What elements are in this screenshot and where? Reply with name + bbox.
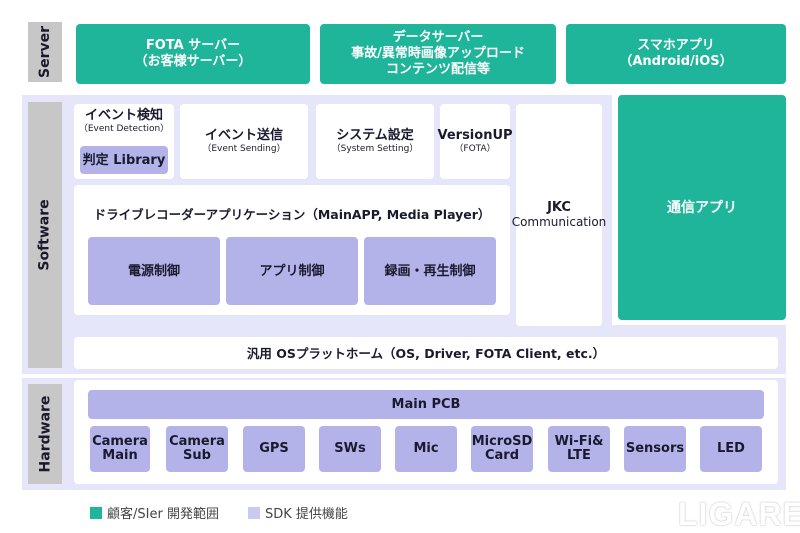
version-up-box: VersionUP （FOTA） [437,104,513,179]
power-control-box: 電源制御 [88,237,220,305]
jkc-title: JKC [547,200,571,215]
hw-camera-sub-line1: Camera [169,434,225,449]
hw-wifi-lte-line1: Wi-Fi& [554,434,604,449]
judgment-library-box: 判定 Library [80,146,168,174]
hw-camera-main-line1: Camera [92,434,148,449]
fota-server-box: FOTA サーバー （お客様サーバー） [76,24,310,84]
hw-camera-main: Camera Main [90,426,150,472]
hw-mic-label: Mic [413,441,439,456]
event-sending-sub: （Event Sending） [202,144,286,154]
system-setting-box: システム設定 （System Setting） [316,104,434,179]
hw-gps: GPS [243,426,305,472]
legend-customer: 顧客/SIer 開発範囲 [90,503,219,522]
legend-sdk: SDK 提供機能 [248,503,348,522]
fota-server-title: FOTA サーバー [145,38,241,53]
record-playback-control-label: 録画・再生制御 [384,263,476,279]
judgment-library-label: 判定 Library [82,152,166,168]
app-control-label: アプリ制御 [259,263,325,279]
system-setting-sub: （System Setting） [331,144,419,154]
hw-gps-label: GPS [259,441,289,456]
fota-server-sub: （お客様サーバー） [134,54,252,69]
data-server-box: データサーバー 事故/異常時画像アップロード コンテンツ配信等 [320,24,556,84]
communication-app-box: 通信アプリ [618,95,786,320]
hw-wifi-lte: Wi-Fi& LTE [548,426,610,472]
hw-sws: SWs [319,426,381,472]
legend-customer-label: 顧客/SIer 開発範囲 [107,507,219,522]
smartphone-app-sub: （Android/iOS） [619,54,733,69]
hw-led: LED [700,426,762,472]
event-detection-sub: （Event Detection） [78,124,170,134]
data-server-line3: コンテンツ配信等 [385,62,490,77]
system-setting-title: システム設定 [336,128,414,143]
hardware-label-text: Hardware [37,395,53,473]
hw-microsd: MicroSD Card [471,426,533,472]
power-control-label: 電源制御 [127,263,180,279]
record-playback-control-box: 録画・再生制御 [364,237,496,305]
hw-microsd-line1: MicroSD [471,434,533,449]
hw-sws-label: SWs [334,441,366,456]
os-platform-box: 汎用 OSプラットホーム（OS, Driver, FOTA Client, et… [74,337,778,369]
main-app-title: ドライブレコーダーアプリケーション（MainAPP, Media Player） [93,207,491,222]
event-detection-title: イベント検知 [84,108,163,123]
hw-led-label: LED [717,441,745,456]
server-label-text: Server [37,25,54,79]
smartphone-app-title: スマホアプリ [637,38,715,53]
data-server-line2: 事故/異常時画像アップロード [351,46,525,61]
jkc-communication-box: JKC Communication [512,104,606,326]
server-label: Server [28,22,62,82]
legend-sdk-label: SDK 提供機能 [265,507,348,522]
main-app-box: ドライブレコーダーアプリケーション（MainAPP, Media Player）… [74,185,510,315]
smartphone-app-box: スマホアプリ （Android/iOS） [566,24,786,84]
communication-app-label: 通信アプリ [667,199,737,216]
ligare-logo: LIGARE [678,496,800,532]
software-label-text: Software [37,199,54,271]
hw-mic: Mic [395,426,457,472]
version-up-title: VersionUP [437,128,513,143]
hw-microsd-line2: Card [484,448,520,463]
software-label: Software [28,102,62,368]
jkc-sub: Communication [511,215,607,229]
hw-camera-sub-line2: Sub [183,448,211,463]
version-up-sub: （FOTA） [454,144,496,154]
event-detection-box: イベント検知 （Event Detection） 判定 Library [74,104,174,179]
legend-sdk-swatch [248,506,260,519]
hw-wifi-lte-line2: LTE [567,448,591,463]
event-sending-box: イベント送信 （Event Sending） [180,104,308,179]
hardware-label: Hardware [28,384,62,484]
hw-camera-main-line2: Main [102,448,138,463]
hw-sensors-label: Sensors [625,441,685,456]
app-control-box: アプリ制御 [226,237,358,305]
data-server-title: データサーバー [392,30,484,45]
main-pcb-label: Main PCB [391,397,461,412]
legend-customer-swatch [90,506,102,519]
hw-camera-sub: Camera Sub [166,426,228,472]
os-platform-label: 汎用 OSプラットホーム（OS, Driver, FOTA Client, et… [246,345,606,361]
event-sending-title: イベント送信 [204,128,283,143]
hw-sensors: Sensors [624,426,686,472]
main-pcb-box: Main PCB [88,390,764,419]
